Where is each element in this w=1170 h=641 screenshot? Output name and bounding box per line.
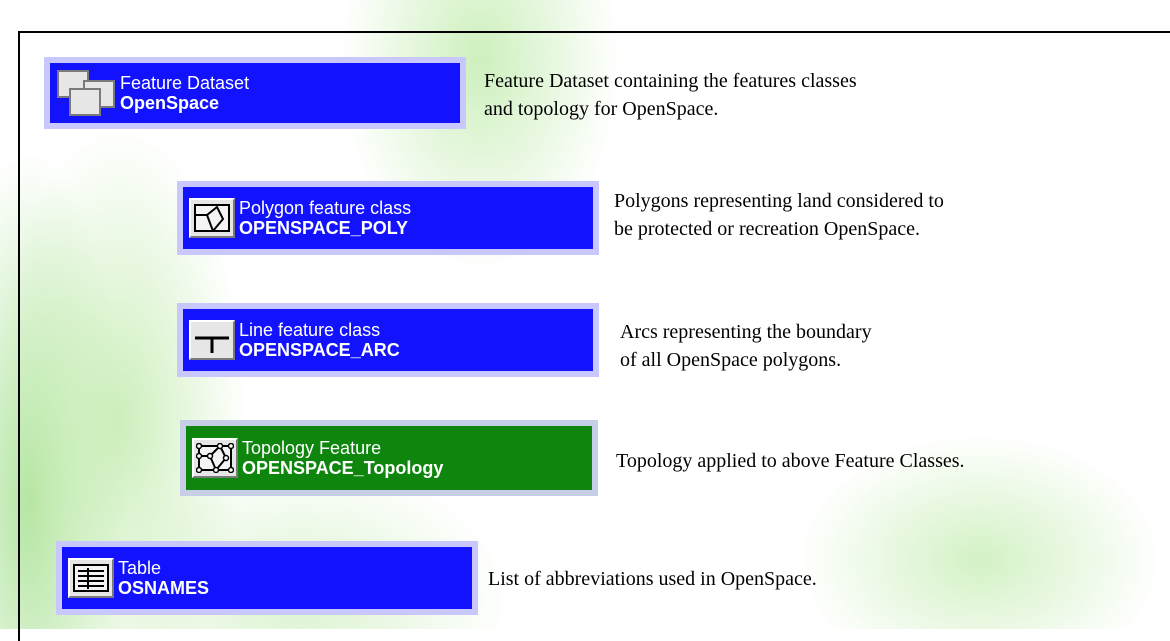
polygon-icon bbox=[189, 198, 235, 238]
node-name-label: OPENSPACE_Topology bbox=[242, 458, 444, 478]
topology-description: Topology applied to above Feature Classe… bbox=[616, 450, 965, 472]
table-icon bbox=[68, 558, 114, 598]
node-type-label: Line feature class bbox=[239, 320, 381, 340]
table-node[interactable]: Table OSNAMES bbox=[56, 541, 478, 615]
line-feature-class-node[interactable]: Line feature class OPENSPACE_ARC bbox=[177, 303, 599, 377]
node-name-label: OPENSPACE_ARC bbox=[239, 340, 400, 360]
feature-dataset-node[interactable]: Feature Dataset OpenSpace bbox=[44, 57, 466, 129]
feature-dataset-description: Feature Dataset containing the features … bbox=[484, 70, 857, 120]
polygon-description: Polygons representing land considered to… bbox=[614, 190, 944, 240]
line-description: Arcs representing the boundary of all Op… bbox=[620, 321, 872, 371]
node-name-label: OPENSPACE_POLY bbox=[239, 218, 409, 238]
topology-icon bbox=[192, 438, 238, 478]
node-type-label: Polygon feature class bbox=[239, 198, 412, 218]
node-type-label: Feature Dataset bbox=[120, 73, 250, 93]
node-type-label: Table bbox=[118, 558, 162, 578]
line-icon bbox=[189, 320, 235, 360]
table-description: List of abbreviations used in OpenSpace. bbox=[488, 568, 817, 590]
diagram-frame bbox=[18, 31, 1170, 641]
node-type-label: Topology Feature bbox=[242, 438, 382, 458]
topology-feature-node[interactable]: Topology Feature OPENSPACE_Topology bbox=[180, 420, 598, 496]
node-name-label: OSNAMES bbox=[118, 578, 210, 598]
node-name-label: OpenSpace bbox=[120, 93, 220, 113]
feature-dataset-icon bbox=[56, 70, 116, 116]
polygon-feature-class-node[interactable]: Polygon feature class OPENSPACE_POLY bbox=[177, 181, 599, 255]
